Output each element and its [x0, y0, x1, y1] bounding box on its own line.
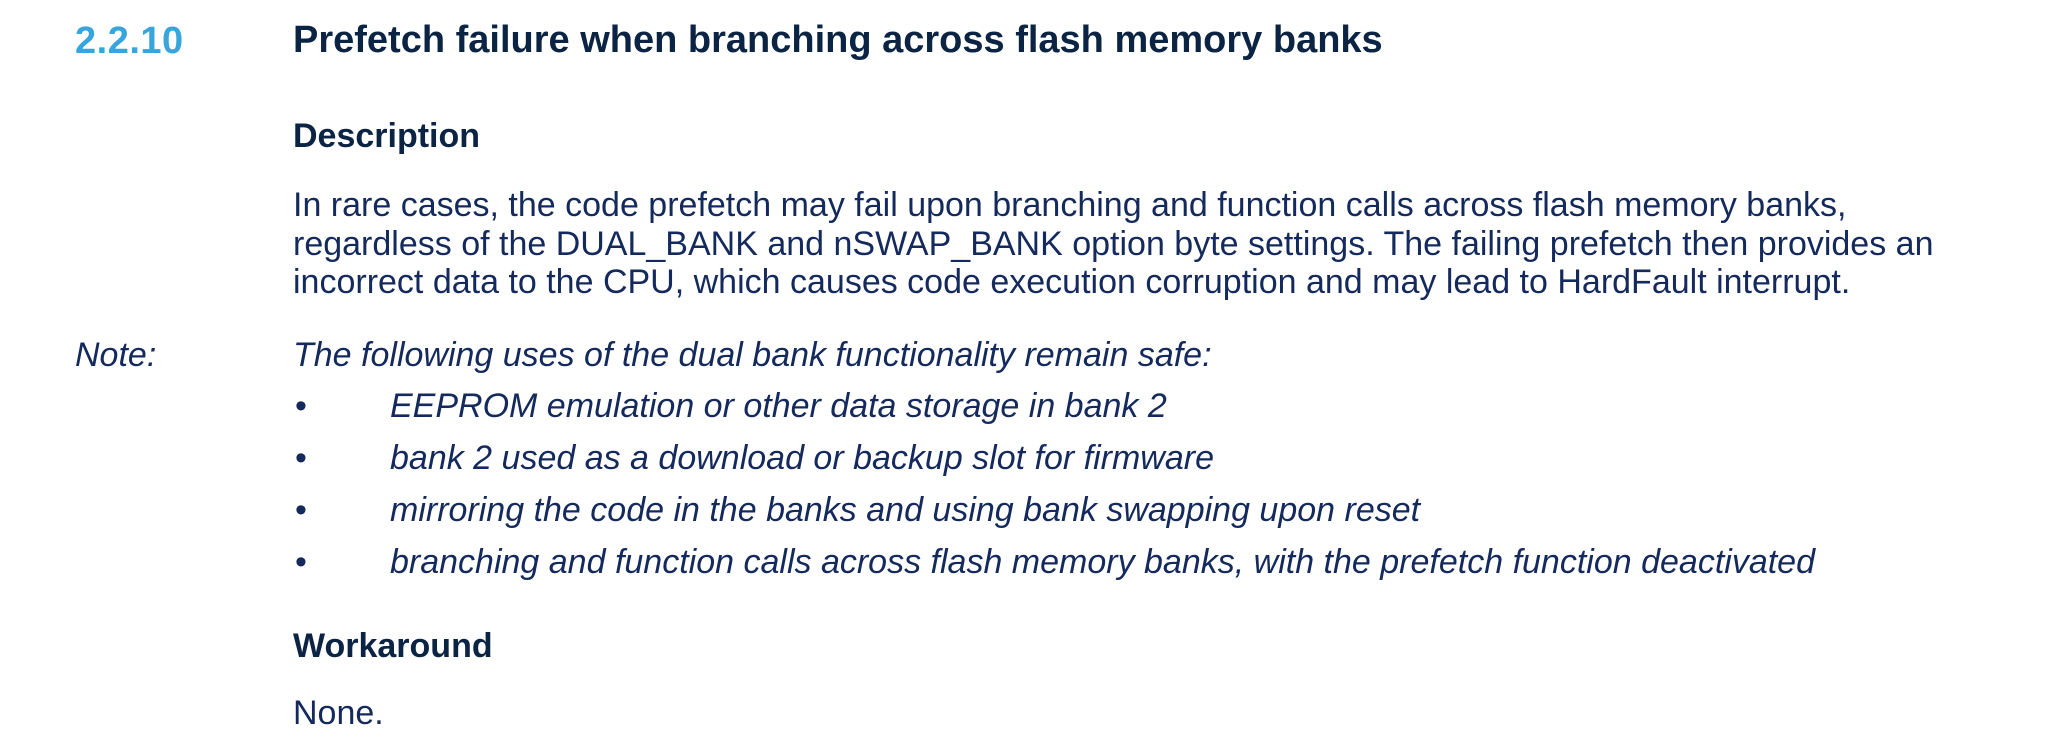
section-number: 2.2.10	[75, 20, 184, 62]
bullet-icon: •	[295, 439, 307, 477]
bullet-item: • EEPROM emulation or other data storage…	[293, 387, 1993, 425]
bullet-item: • mirroring the code in the banks and us…	[293, 491, 1993, 529]
bullet-item: • branching and function calls across fl…	[293, 543, 1993, 581]
bullet-item: • bank 2 used as a download or backup sl…	[293, 439, 1993, 477]
bullet-icon: •	[295, 387, 307, 425]
bullet-text: bank 2 used as a download or backup slot…	[390, 439, 1215, 477]
workaround-heading: Workaround	[293, 627, 493, 665]
note-intro: The following uses of the dual bank func…	[293, 336, 1212, 374]
description-paragraph: In rare cases, the code prefetch may fai…	[293, 186, 1934, 302]
section-title: Prefetch failure when branching across f…	[293, 19, 1383, 61]
note-label: Note:	[75, 336, 157, 374]
note-bullet-list: • EEPROM emulation or other data storage…	[293, 387, 1993, 595]
bullet-text: EEPROM emulation or other data storage i…	[390, 387, 1167, 425]
bullet-icon: •	[295, 491, 307, 529]
description-heading: Description	[293, 117, 481, 155]
bullet-text: mirroring the code in the banks and usin…	[390, 491, 1421, 529]
bullet-icon: •	[295, 543, 307, 581]
workaround-text: None.	[293, 694, 384, 732]
bullet-text: branching and function calls across flas…	[390, 543, 1815, 581]
